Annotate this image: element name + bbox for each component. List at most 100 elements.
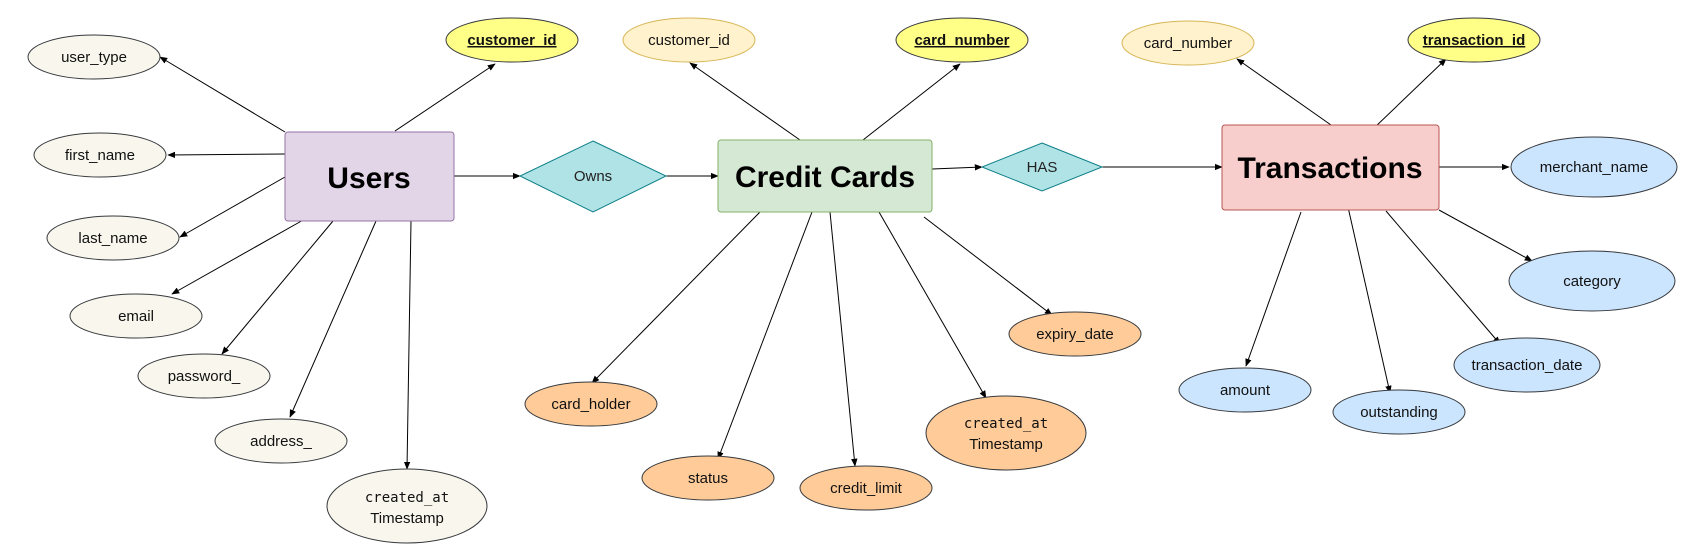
attr-label: card_number <box>1144 35 1232 52</box>
attr-cards-credit-limit[interactable]: credit_limit <box>799 465 933 511</box>
edge-users-first-name <box>167 151 286 159</box>
transactions-attributes: card_number transaction_id merchant_name… <box>1121 17 1678 435</box>
attr-trans-amount[interactable]: amount <box>1178 367 1312 413</box>
attr-users-last-name[interactable]: last_name <box>46 215 180 261</box>
attr-ellipse <box>326 468 488 544</box>
attr-label: expiry_date <box>1036 326 1114 343</box>
attr-ellipse <box>641 455 775 501</box>
attr-users-address[interactable]: address_ <box>214 418 348 464</box>
attr-label: email <box>118 308 154 325</box>
edge-cards-card-holder <box>591 211 761 384</box>
attr-users-user-type[interactable]: user_type <box>27 34 161 80</box>
attr-label-line2: Timestamp <box>969 436 1043 453</box>
attr-label: amount <box>1220 382 1271 399</box>
attr-label: transaction_id <box>1423 32 1526 49</box>
relationship-label: HAS <box>1027 159 1058 176</box>
attr-ellipse <box>137 353 271 399</box>
attr-label: category <box>1563 273 1621 290</box>
attr-ellipse <box>1508 250 1676 312</box>
attr-ellipse <box>1407 17 1541 63</box>
attr-trans-outstanding[interactable]: outstanding <box>1332 389 1466 435</box>
attr-label-line1: created_at <box>964 416 1048 432</box>
edge-trans-amount <box>1245 211 1302 367</box>
attr-ellipse <box>1121 20 1255 66</box>
edge-trans-category <box>1438 209 1533 262</box>
attr-label: user_type <box>61 49 127 66</box>
relationship-diamond <box>980 142 1104 192</box>
attr-ellipse <box>1008 311 1142 357</box>
entity-box <box>717 139 933 213</box>
attr-users-created-at[interactable]: created_at Timestamp <box>326 468 488 544</box>
relationship-has[interactable]: HAS <box>980 142 1104 192</box>
attr-ellipse <box>27 34 161 80</box>
edge-cards-credit-limit <box>829 211 858 467</box>
attr-ellipse <box>524 381 658 427</box>
relationship-label: Owns <box>574 168 612 185</box>
attr-cards-created-at[interactable]: created_at Timestamp <box>925 395 1087 471</box>
entity-box <box>284 131 455 222</box>
attr-label: card_holder <box>551 396 630 413</box>
edge-cards-card-number <box>862 63 961 141</box>
attr-ellipse <box>895 17 1029 63</box>
attr-ellipse <box>46 215 180 261</box>
attr-label-line2: Timestamp <box>370 510 444 527</box>
entity-box <box>1221 124 1440 211</box>
edge-users-created-at <box>403 220 412 470</box>
attr-ellipse <box>1510 136 1678 198</box>
attr-cards-customer-id-fk[interactable]: customer_id <box>622 17 756 63</box>
attr-cards-expiry-date[interactable]: expiry_date <box>1008 311 1142 357</box>
attr-label: customer_id <box>467 32 556 49</box>
attr-label: transaction_date <box>1472 357 1583 374</box>
attr-cards-card-holder[interactable]: card_holder <box>524 381 658 427</box>
edge-users-customer-id <box>394 63 496 132</box>
attr-ellipse <box>799 465 933 511</box>
edge-cards-customer-id <box>689 62 801 141</box>
relationship-owns[interactable]: Owns <box>518 140 668 213</box>
attr-cards-card-number-pk[interactable]: card_number <box>895 17 1029 63</box>
entity-title: Users <box>327 162 410 195</box>
cards-attributes: customer_id card_number card_holder stat… <box>524 17 1142 511</box>
edge-trans-transaction-date <box>1385 210 1501 345</box>
attr-users-email[interactable]: email <box>69 293 203 339</box>
attr-users-first-name[interactable]: first_name <box>33 132 167 178</box>
attr-trans-card-number-fk[interactable]: card_number <box>1121 20 1255 66</box>
edge-users-password <box>221 220 334 355</box>
attr-trans-transaction-id-pk[interactable]: transaction_id <box>1407 17 1541 63</box>
attr-label-line1: created_at <box>365 490 449 506</box>
attr-trans-merchant-name[interactable]: merchant_name <box>1510 136 1678 198</box>
attr-label: credit_limit <box>830 480 903 497</box>
attr-label: status <box>688 470 728 487</box>
attr-cards-status[interactable]: status <box>641 455 775 501</box>
connectors <box>159 56 1533 470</box>
attr-trans-transaction-date[interactable]: transaction_date <box>1453 337 1601 393</box>
attr-ellipse <box>1332 389 1466 435</box>
attr-label: last_name <box>78 230 147 247</box>
edge-cards-status <box>717 211 813 460</box>
attr-ellipse <box>622 17 756 63</box>
attr-ellipse <box>214 418 348 464</box>
attr-users-customer-id-pk[interactable]: customer_id <box>445 17 579 63</box>
attr-ellipse <box>1453 337 1601 393</box>
entity-users[interactable]: Users <box>284 131 455 222</box>
attr-ellipse <box>1178 367 1312 413</box>
attr-label: customer_id <box>648 32 730 49</box>
attr-label: outstanding <box>1360 404 1438 421</box>
entity-title: Credit Cards <box>735 161 915 194</box>
edge-trans-card-number <box>1236 58 1332 126</box>
attr-label: address_ <box>250 433 312 450</box>
attr-trans-category[interactable]: category <box>1508 250 1676 312</box>
attr-users-password[interactable]: password_ <box>137 353 271 399</box>
attr-label: merchant_name <box>1540 159 1648 176</box>
edge-cards-expiry-date <box>923 216 1053 316</box>
edge-trans-transaction-id <box>1372 58 1447 130</box>
entity-title: Transactions <box>1237 152 1422 185</box>
edge-trans-outstanding <box>1347 206 1392 394</box>
entity-credit-cards[interactable]: Credit Cards <box>717 139 933 213</box>
edge-users-last-name <box>179 176 286 238</box>
edge-users-user-type <box>159 56 286 133</box>
edge-cards-created-at <box>878 211 987 399</box>
edge-cards-has <box>931 164 983 171</box>
entity-transactions[interactable]: Transactions <box>1221 124 1440 211</box>
attr-ellipse <box>69 293 203 339</box>
